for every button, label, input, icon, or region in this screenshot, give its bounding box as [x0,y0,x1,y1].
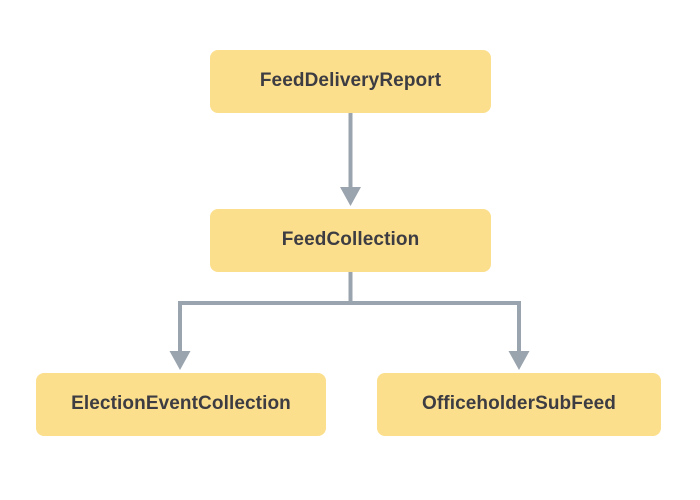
edge-collection-trunk [178,272,521,305]
node-label: FeedCollection [281,229,420,251]
node-feed-delivery-report[interactable]: FeedDeliveryReport [210,50,491,113]
node-election-event-collection[interactable]: ElectionEventCollection [36,373,326,436]
edge-collection-to-officeholder-arrowhead [508,351,530,370]
edge-collection-to-officeholder [508,303,530,370]
node-feed-collection[interactable]: FeedCollection [210,209,491,272]
edge-report-to-collection [340,113,361,206]
node-label: ElectionEventCollection [71,393,291,415]
edge-report-to-collection-arrowhead [340,187,361,206]
node-officeholder-sub-feed[interactable]: OfficeholderSubFeed [377,373,661,436]
edge-collection-to-election [169,303,191,370]
edge-collection-to-election-arrowhead [169,351,191,370]
node-label: FeedDeliveryReport [259,70,442,92]
node-label: OfficeholderSubFeed [421,393,617,415]
